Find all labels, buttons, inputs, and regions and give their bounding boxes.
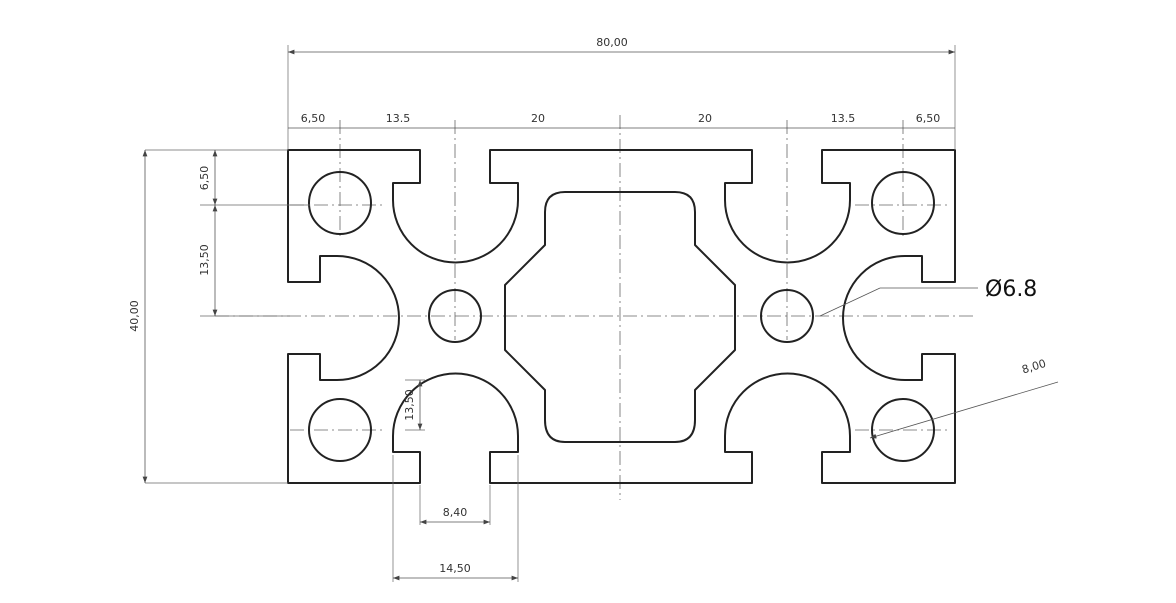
corner-hole-bottom-right [871, 398, 935, 462]
corner-hole-bottom-left [308, 398, 372, 462]
dim-slot-opening: 8,40 [443, 506, 468, 519]
dim-center-left: 20 [531, 112, 545, 125]
dim-vertical-slot: 13,50 [403, 389, 416, 421]
dim-overall-width: 80,00 [596, 36, 628, 49]
dimension-lines [142, 49, 1059, 581]
dim-center-right: 20 [698, 112, 712, 125]
dim-vertical-top: 6,50 [198, 166, 211, 191]
dim-height: 40,00 [128, 300, 141, 332]
dim-vertical-mid: 13,50 [198, 244, 211, 276]
dim-left-edge: 6,50 [301, 112, 326, 125]
corner-hole-top-right [871, 171, 935, 235]
center-lines [215, 115, 975, 500]
core-hole-right [760, 289, 814, 343]
dim-left-inner: 13.5 [386, 112, 411, 125]
corner-hole-top-left [308, 171, 372, 235]
dim-right-inner: 13.5 [831, 112, 856, 125]
dim-corner-hole: 8,00 [1020, 357, 1047, 377]
dim-right-edge: 6,50 [916, 112, 941, 125]
dim-hole-diameter: Ø6.8 [985, 277, 1037, 302]
dim-slot-width: 14,50 [439, 562, 471, 575]
extension-lines [145, 45, 956, 582]
center-cavity [504, 191, 736, 443]
core-hole-left [428, 289, 482, 343]
profile-outline [287, 149, 956, 484]
